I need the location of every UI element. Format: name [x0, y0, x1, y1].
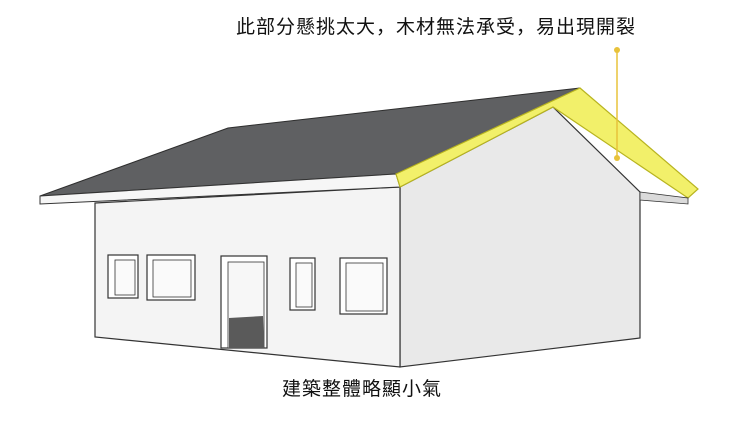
diagram-caption: 建築整體略顯小氣	[282, 378, 443, 400]
annotation-leader-dot-bottom	[614, 155, 620, 161]
door-opening-shadow	[229, 316, 264, 348]
roof-end-fascia	[639, 191, 689, 205]
door	[220, 255, 268, 349]
window-2-inner	[152, 259, 192, 298]
overhang-annotation-text: 此部分懸挑太大，木材無法承受，易出現開裂	[236, 16, 637, 38]
annotation-leader-dot-top	[614, 47, 620, 53]
window-3-inner	[295, 262, 313, 308]
window-4-inner	[345, 262, 384, 312]
windows	[107, 254, 388, 315]
window-1-inner	[114, 259, 136, 296]
